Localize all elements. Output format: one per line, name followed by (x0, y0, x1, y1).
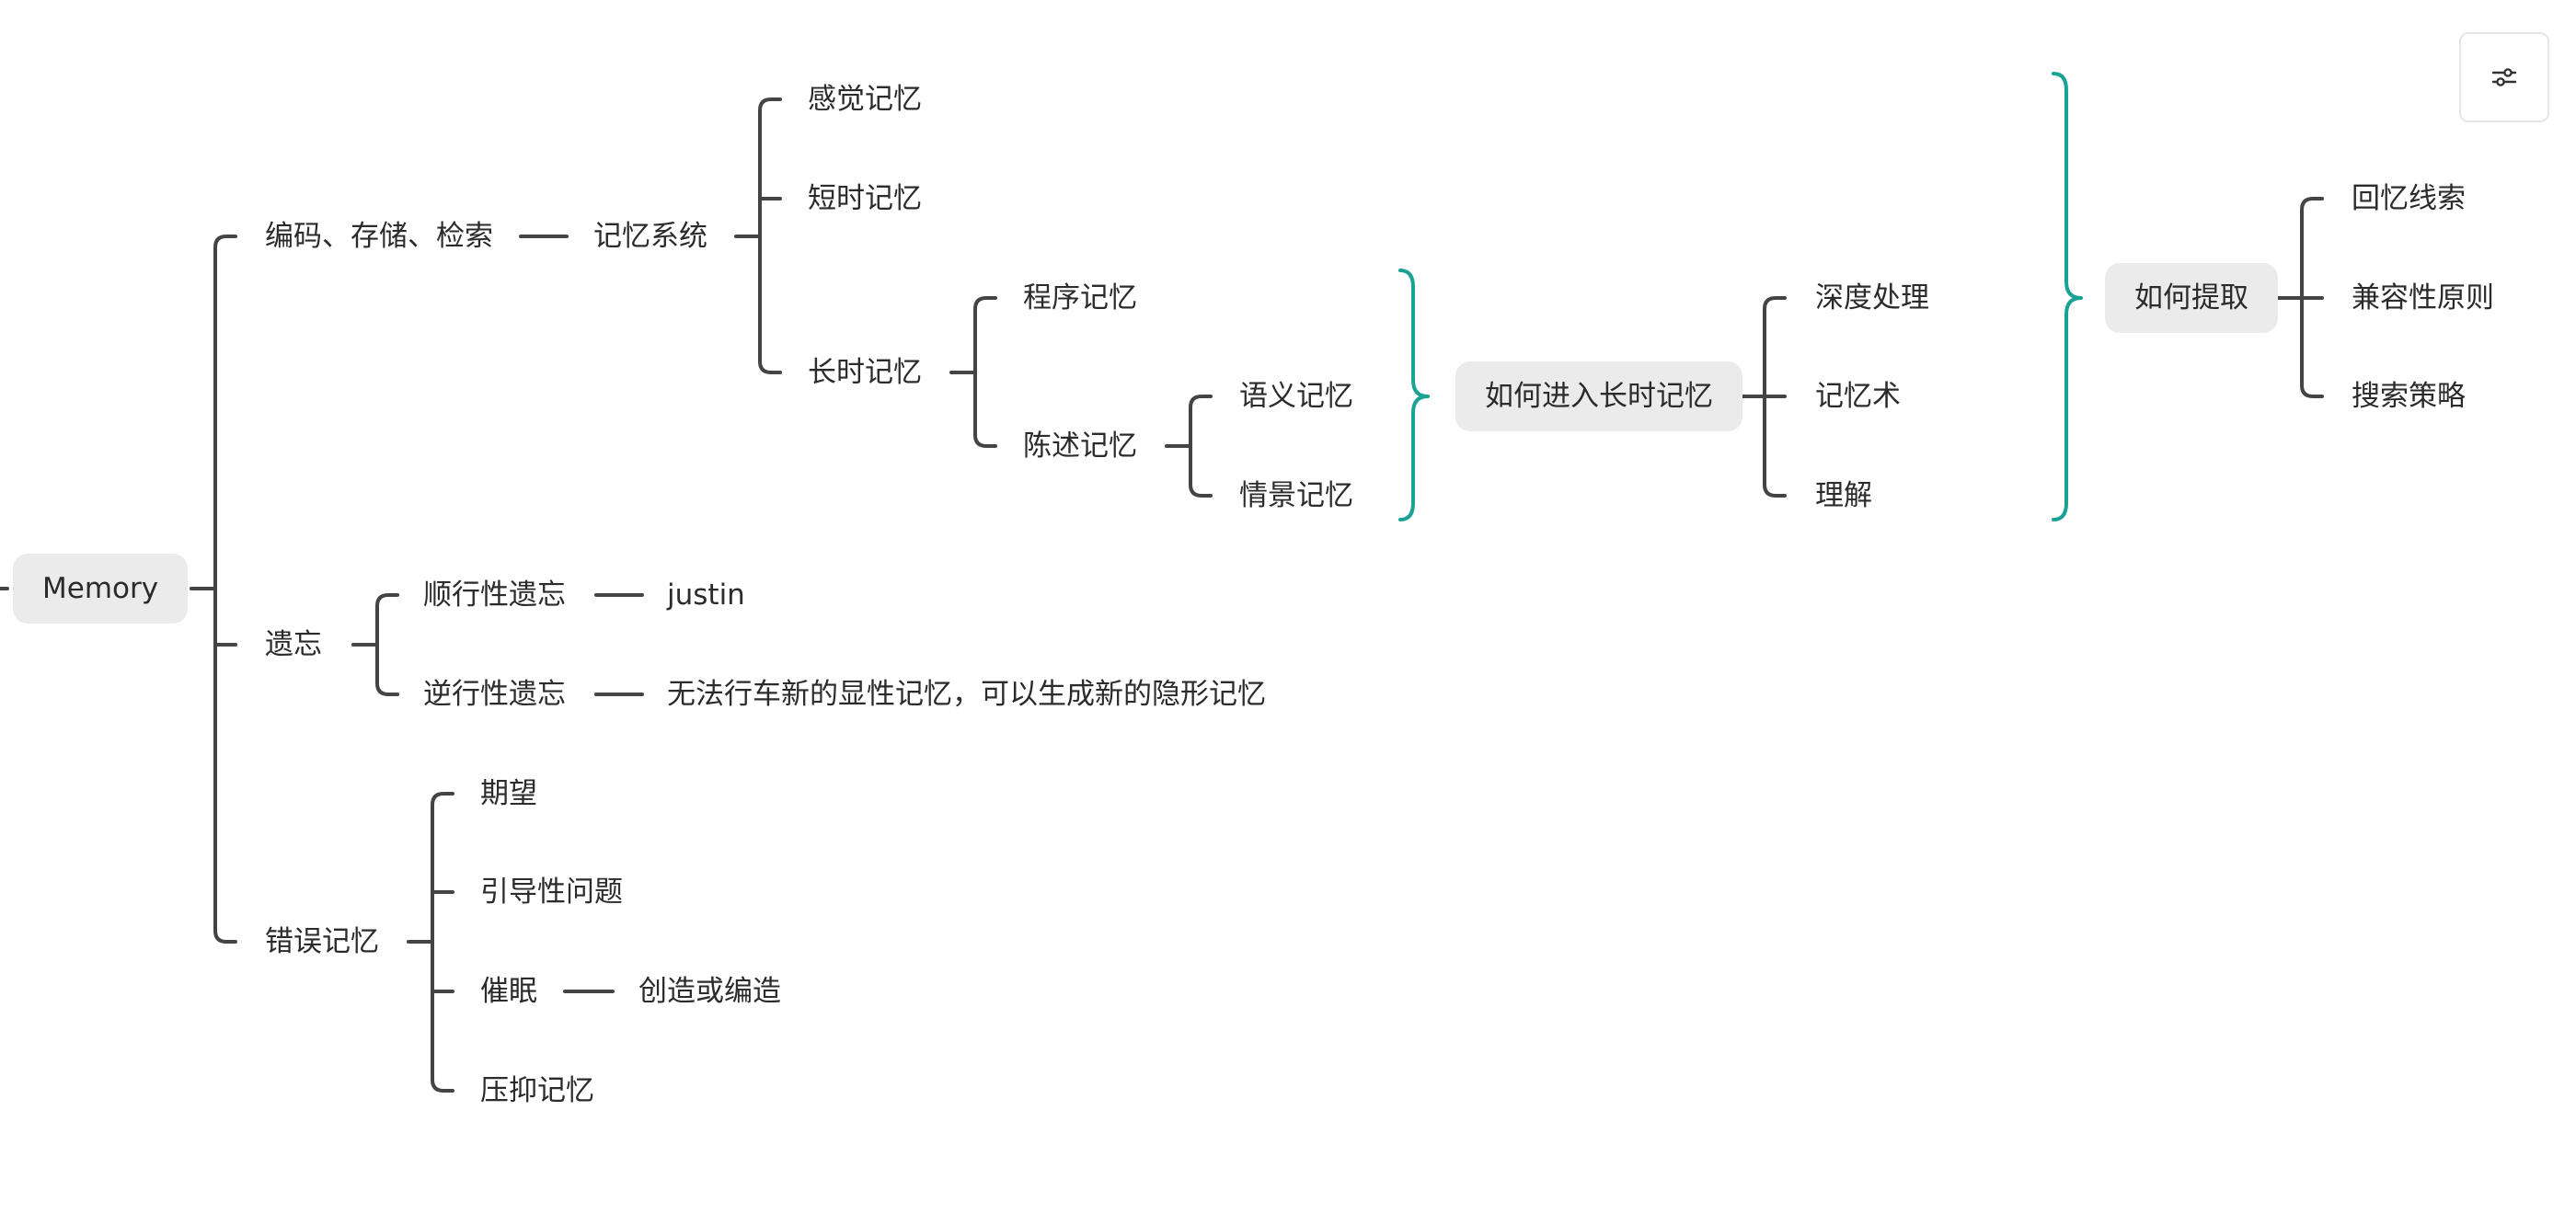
false-branches-branch (431, 940, 454, 1093)
topic-retrograde-note[interactable]: 无法行车新的显性记忆，可以生成新的隐形记忆 (667, 678, 1266, 711)
topic-encoding[interactable]: 编码、存储、检索 (265, 220, 493, 253)
retrieval-branches-branch (2300, 197, 2324, 300)
enter-ltm-branches-branch (1763, 296, 1787, 398)
root-branches-branch (213, 235, 237, 590)
topic-short-term-memory[interactable]: 短时记忆 (808, 182, 922, 215)
root-node[interactable]: Memory (13, 554, 189, 624)
topic-deep-processing[interactable]: 深度处理 (1815, 281, 1929, 315)
topic-understanding[interactable]: 理解 (1815, 479, 1872, 512)
settings-button[interactable] (2459, 32, 2549, 122)
topic-procedural-memory[interactable]: 程序记忆 (1023, 281, 1137, 315)
summary-retrieval[interactable]: 如何提取 (2105, 263, 2278, 333)
topic-search-strategy[interactable]: 搜索策略 (2352, 380, 2466, 413)
topic-expectation[interactable]: 期望 (480, 777, 537, 810)
topic-forgetting[interactable]: 遗忘 (265, 628, 322, 661)
topic-leading-question[interactable]: 引导性问题 (480, 876, 623, 909)
declarative-branches-branch (1189, 444, 1213, 498)
topic-repressed-memory[interactable]: 压抑记忆 (480, 1074, 594, 1107)
forgetting-branches-branch (375, 643, 399, 696)
topic-create-fabricate[interactable]: 创造或编造 (638, 975, 781, 1008)
topic-sensory-memory[interactable]: 感觉记忆 (808, 83, 922, 116)
system-branches-branch (758, 97, 782, 238)
topic-anterograde[interactable]: 顺行性遗忘 (423, 578, 566, 612)
system-branches-branch (758, 235, 782, 374)
topic-memory-system[interactable]: 记忆系统 (593, 220, 707, 253)
summary-enter-ltm[interactable]: 如何进入长时记忆 (1455, 361, 1742, 431)
root-branches-branch (213, 587, 237, 944)
declarative-branches-branch (1189, 395, 1213, 448)
summary-brace-enter-ltm (1398, 269, 1430, 521)
topic-episodic-memory[interactable]: 情景记忆 (1239, 479, 1353, 512)
topic-long-term-memory[interactable]: 长时记忆 (808, 356, 922, 389)
ltm-branches-branch (973, 371, 997, 448)
ltm-branches-branch (973, 296, 997, 374)
topic-mnemonics[interactable]: 记忆术 (1815, 380, 1901, 413)
retrieval-branches-branch (2300, 296, 2324, 398)
topic-false-memory[interactable]: 错误记忆 (265, 925, 379, 958)
sliders-icon (2491, 68, 2517, 86)
topic-hypnosis[interactable]: 催眠 (480, 975, 537, 1008)
topic-recall-cues[interactable]: 回忆线索 (2352, 182, 2466, 215)
topic-justin[interactable]: justin (667, 578, 745, 612)
false-branches-branch (431, 792, 454, 944)
summary-brace-retrieval (2052, 72, 2083, 521)
topic-declarative-memory[interactable]: 陈述记忆 (1023, 429, 1137, 463)
topic-retrograde[interactable]: 逆行性遗忘 (423, 678, 566, 711)
topic-semantic-memory[interactable]: 语义记忆 (1239, 380, 1353, 413)
forgetting-branches-branch (375, 593, 399, 647)
enter-ltm-branches-branch (1763, 395, 1787, 498)
topic-compatibility[interactable]: 兼容性原则 (2352, 281, 2494, 315)
